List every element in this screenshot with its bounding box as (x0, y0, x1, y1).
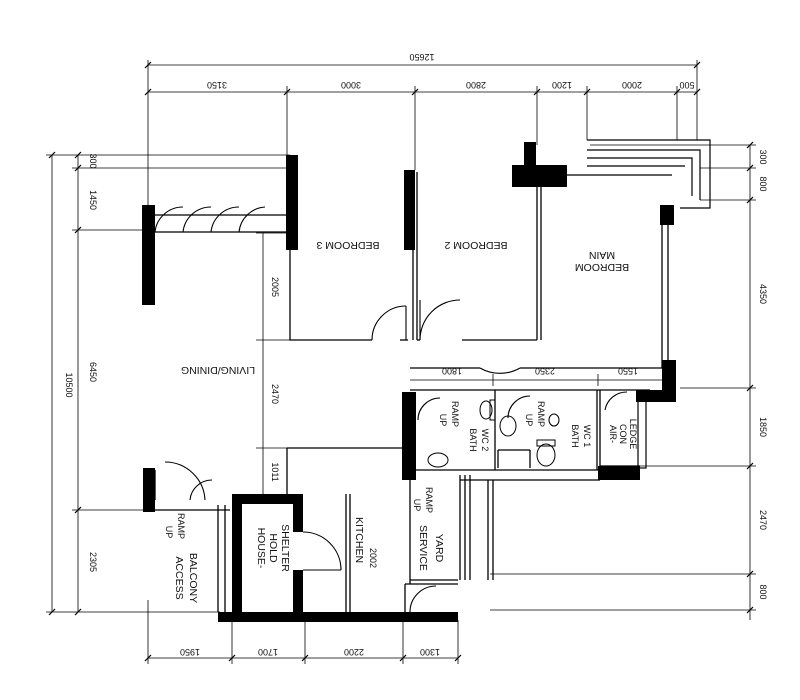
ramp-up-label: RAMP (536, 401, 546, 427)
room-bedroom-2: BEDROOM 2 (444, 239, 507, 251)
dim-living-upper: 2005 (270, 277, 280, 297)
dim-right-seg: 300 (758, 149, 768, 164)
dim-right-seg: 2470 (758, 510, 768, 530)
dimension-labels: 12650 3150 3000 2800 1200 2000 500 1950 … (64, 52, 768, 657)
room-service-yard: SERVICE (417, 525, 429, 571)
ramp-up-label: UP (438, 414, 448, 427)
dim-left-seg: 6450 (88, 362, 98, 382)
door-swings (154, 206, 628, 613)
dim-top-seg: 1200 (552, 80, 572, 90)
room-bath-wc-2: BATH (468, 428, 478, 451)
room-bath-wc-2: WC 2 (480, 429, 490, 452)
room-service-yard: YARD (433, 534, 445, 563)
kitchen-ref: 2002 (368, 548, 378, 568)
dim-living-bottom: 1011 (270, 462, 280, 481)
room-bath-wc-1: BATH (570, 424, 580, 447)
dimension-lines (46, 60, 756, 664)
room-bedroom-3: BEDROOM 3 (316, 239, 379, 251)
ramp-up-label: UP (524, 414, 534, 427)
dim-living-lower: 2470 (270, 384, 280, 404)
dim-right-seg: 800 (758, 176, 768, 191)
dim-top-seg: 2000 (622, 80, 642, 90)
ramp-up-label: UP (412, 499, 422, 512)
dim-top-seg: 3150 (207, 80, 227, 90)
room-aircon-ledge: CON (618, 424, 628, 444)
structural-walls (142, 142, 676, 622)
dim-bottom-seg: 2200 (344, 647, 364, 657)
room-access-balcony: ACCESS (173, 556, 185, 599)
interior-partitions (154, 168, 672, 612)
ramp-up-label: RAMP (424, 487, 434, 513)
room-labels: BEDROOM 3 BEDROOM 2 MAIN BEDROOM LIVING/… (173, 239, 638, 603)
room-main-bedroom: MAIN (589, 249, 615, 261)
dim-top-overall: 12650 (409, 52, 434, 62)
dim-right-seg: 1850 (758, 417, 768, 437)
dim-bottom-seg: 1700 (258, 647, 278, 657)
room-household-shelter: HOUSE- (255, 528, 267, 569)
dimension-ticks (48, 61, 754, 662)
room-aircon-ledge: LEDGE (628, 419, 638, 450)
ramp-up-label: RAMP (450, 401, 460, 427)
bay-window (587, 139, 711, 209)
dim-left-seg: 300 (88, 153, 98, 168)
dim-right-seg: 800 (758, 584, 768, 599)
dim-bottom-seg: 1300 (420, 647, 440, 657)
dim-left-seg: 2305 (88, 552, 98, 572)
dim-left-seg: 1450 (88, 190, 98, 210)
ramp-up-label: RAMP (176, 513, 186, 539)
dim-left-overall: 10500 (64, 372, 74, 397)
dim-corridor: 2350 (535, 366, 555, 376)
room-aircon-ledge: AIR- (608, 425, 618, 443)
room-living-dining: LIVING/DINING (181, 364, 255, 376)
room-household-shelter: HOLD (267, 533, 279, 563)
dim-bottom-seg: 1950 (180, 647, 200, 657)
ramp-up-label: UP (164, 526, 174, 539)
dim-top-seg: 500 (679, 80, 694, 90)
room-access-balcony: BALCONY (187, 553, 199, 603)
dim-corridor: 1800 (442, 366, 462, 376)
ramp-labels: RAMP UP RAMP UP RAMP UP RAMP UP (164, 401, 546, 539)
dim-top-seg: 2800 (466, 80, 486, 90)
dim-right-seg: 4350 (758, 284, 768, 304)
room-household-shelter: SHELTER (279, 524, 291, 572)
room-bath-wc-1: WC 1 (582, 425, 592, 448)
room-kitchen: KITCHEN (353, 517, 365, 563)
dim-corridor: 1550 (618, 366, 638, 376)
dim-top-seg: 3000 (341, 80, 361, 90)
sanitary-fixtures (427, 399, 560, 468)
room-main-bedroom: BEDROOM (575, 261, 629, 273)
